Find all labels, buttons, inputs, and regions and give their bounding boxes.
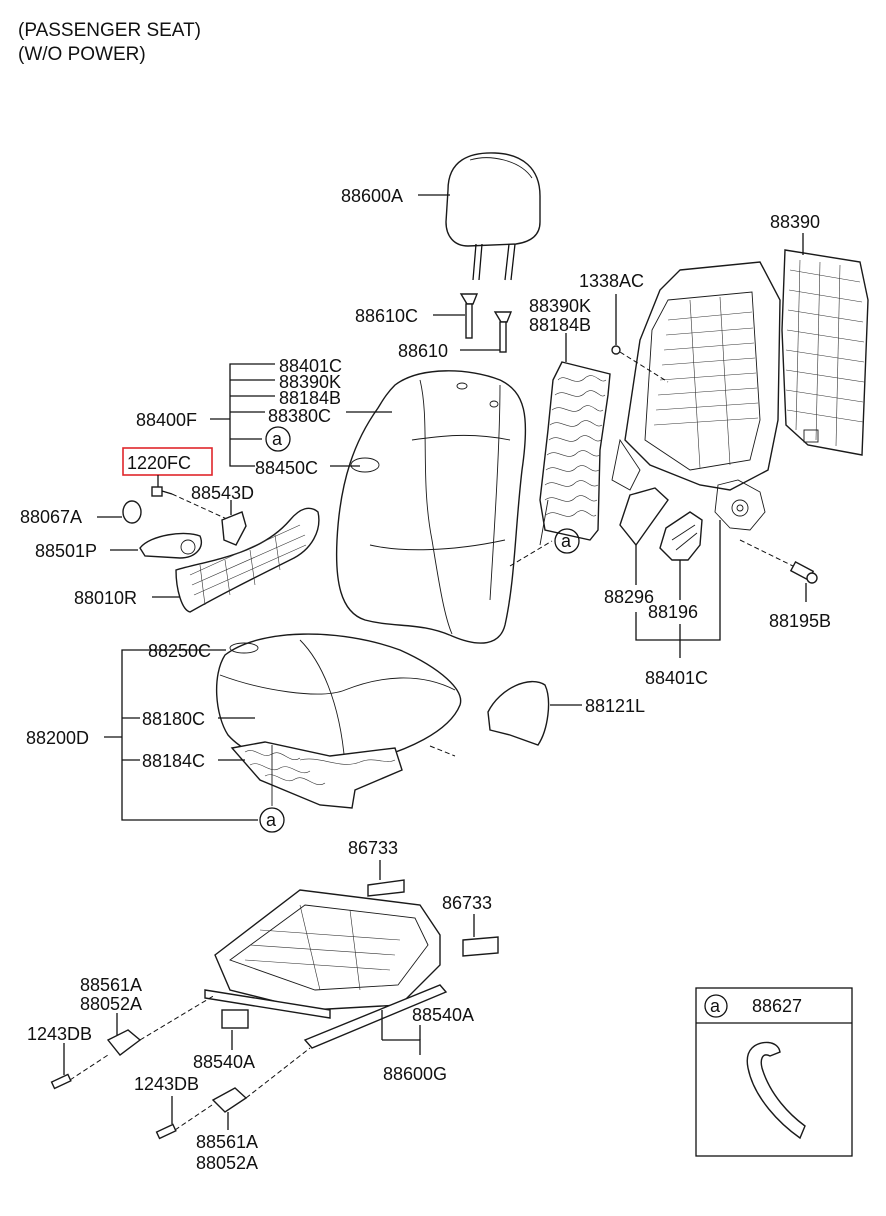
circle-a-lower-marker [259, 807, 285, 833]
label-88196: 88196 [648, 602, 698, 622]
circle-a-upper-marker [265, 426, 291, 452]
label-88561A-lower: 88561A [196, 1132, 258, 1152]
seat-cushion-drawing [215, 633, 462, 768]
label-88052A-upper: 88052A [80, 994, 142, 1014]
label-88400F: 88400F [136, 410, 197, 430]
label-88600G: 88600G [383, 1064, 447, 1084]
label-88184B-mid: 88184B [279, 388, 341, 408]
label-1243DB-lower: 1243DB [134, 1074, 199, 1094]
recliner-cover-drawing [619, 487, 703, 561]
label-86733-lower: 86733 [442, 893, 492, 913]
header-line-1: (PASSENGER SEAT) [18, 20, 201, 41]
circle-a-lower-text: a [266, 810, 277, 830]
label-88195B: 88195B [769, 611, 831, 631]
back-pad-drawing [539, 361, 611, 546]
side-cover-88010R [175, 507, 320, 613]
label-88180C: 88180C [142, 709, 205, 729]
label-88501P: 88501P [35, 541, 97, 561]
cap-88067A [122, 500, 142, 524]
part-88540A-left [221, 1009, 249, 1029]
label-1243DB-upper: 1243DB [27, 1024, 92, 1044]
bracket-88561A-lower [211, 1087, 248, 1113]
circle-a-back-marker [554, 528, 580, 554]
seat-track-drawing [204, 879, 499, 1049]
label-88067A: 88067A [20, 507, 82, 527]
clip-88627-drawing [746, 1041, 806, 1140]
label-88401C-lower: 88401C [645, 668, 708, 688]
legend-box: a 88627 [695, 987, 853, 1157]
cushion-pad-drawing [230, 741, 403, 809]
label-88010R: 88010R [74, 588, 137, 608]
lever-88501P [139, 532, 202, 559]
bolt-1243DB-upper [50, 1054, 109, 1090]
label-88390K-mid: 88390K [279, 372, 341, 392]
label-88184B-top: 88184B [529, 315, 591, 335]
label-1338AC: 1338AC [579, 271, 644, 291]
label-88121L: 88121L [585, 696, 645, 716]
back-board-drawing [781, 249, 869, 456]
legend-part: 88627 [752, 996, 802, 1016]
circle-a-back-text: a [561, 531, 572, 551]
label-88561A-upper: 88561A [80, 975, 142, 995]
label-88543D: 88543D [191, 483, 254, 503]
bolt-1338AC [611, 345, 621, 355]
label-86733-upper: 86733 [348, 838, 398, 858]
side-shield-88121L [487, 680, 550, 746]
label-88390: 88390 [770, 212, 820, 232]
legend-key-circle [704, 994, 728, 1018]
label-88450C: 88450C [255, 458, 318, 478]
label-88250C: 88250C [148, 641, 211, 661]
highlight-box-1220FC [122, 447, 213, 476]
label-88380C: 88380C [268, 406, 331, 426]
bracket-88543D [221, 511, 247, 546]
label-88540A-right: 88540A [412, 1005, 474, 1025]
label-88390K-top: 88390K [529, 296, 591, 316]
header-line-2: (W/O POWER) [18, 44, 146, 65]
bolt-88195B [739, 539, 818, 584]
label-88401C-upper: 88401C [279, 356, 342, 376]
headrest-drawing [445, 152, 541, 281]
label-88296: 88296 [604, 587, 654, 607]
headrest-guide-drawing [459, 293, 513, 353]
label-88200D: 88200D [26, 728, 89, 748]
label-88184C: 88184C [142, 751, 205, 771]
screw-1220FC [151, 486, 241, 526]
bracket-88561A-upper [106, 1029, 142, 1056]
legend-key: a [710, 996, 721, 1016]
label-88540A-left: 88540A [193, 1052, 255, 1072]
label-88610: 88610 [398, 341, 448, 361]
label-1220FC: 1220FC [127, 453, 191, 473]
label-88600A: 88600A [341, 186, 403, 206]
back-frame-drawing [611, 261, 781, 531]
label-88052A-lower: 88052A [196, 1153, 258, 1173]
circle-a-upper-text: a [272, 429, 283, 449]
label-88610C: 88610C [355, 306, 418, 326]
bolt-1243DB-lower [155, 1104, 213, 1140]
seat-back-cushion-drawing [335, 370, 527, 644]
